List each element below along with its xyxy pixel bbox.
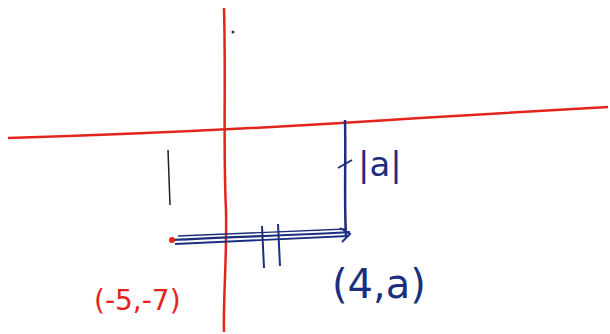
tick-mark bbox=[338, 160, 352, 168]
point-label: (-5,-7) bbox=[92, 286, 183, 317]
arrow-tip bbox=[340, 228, 350, 242]
vertical-segment bbox=[345, 120, 346, 236]
x-axis bbox=[8, 107, 608, 138]
height-mark bbox=[168, 150, 170, 205]
y-axis bbox=[224, 8, 226, 332]
point-label: (4,a) bbox=[330, 262, 428, 306]
dot-mark bbox=[232, 31, 235, 34]
tick-mark bbox=[262, 226, 264, 268]
length-label: |a| bbox=[356, 146, 404, 183]
horizontal-segment bbox=[175, 236, 348, 244]
point bbox=[169, 237, 175, 243]
tick-mark bbox=[278, 224, 280, 266]
